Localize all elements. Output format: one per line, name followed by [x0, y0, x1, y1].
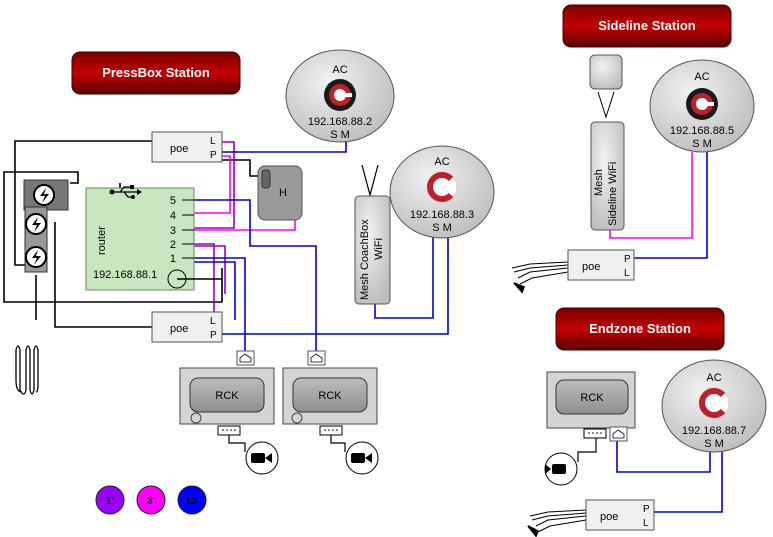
- hub-h: H: [257, 165, 303, 221]
- ac-unit-endzone: AC 192.168.88.7 S M: [661, 359, 767, 453]
- endzone-station-title: Endzone Station: [555, 307, 725, 351]
- svg-text:192.168.88.5: 192.168.88.5: [670, 125, 734, 137]
- svg-text:S M: S M: [432, 222, 452, 234]
- legend-10ft: 10': [185, 496, 199, 507]
- svg-text:Mesh: Mesh: [593, 169, 605, 196]
- camera-connector-icon: [583, 428, 607, 439]
- router-port-4: 4: [170, 210, 176, 222]
- svg-text:poe: poe: [170, 143, 188, 155]
- sideline-station-title: Sideline Station: [562, 4, 732, 48]
- camera-icon: [245, 441, 279, 475]
- ac-unit-pressbox-top: AC 192.168.88.2 S M: [285, 49, 395, 143]
- usb-icon: [109, 185, 142, 199]
- svg-text:Sideline WiFi: Sideline WiFi: [607, 162, 619, 226]
- svg-text:P: P: [643, 504, 650, 515]
- brand-logo-icon: [686, 88, 718, 120]
- router-port-5: 5: [170, 195, 176, 207]
- poe-injector-endzone: poe P L: [585, 499, 655, 531]
- svg-text:PressBox Station: PressBox Station: [102, 65, 210, 80]
- router-port-2: 2: [170, 239, 176, 251]
- pressbox-station-title: PressBox Station: [71, 51, 241, 95]
- legend-3ft: 3': [147, 496, 155, 507]
- svg-text:poe: poe: [600, 511, 618, 523]
- svg-text:S M: S M: [704, 438, 724, 450]
- svg-text:192.168.88.7: 192.168.88.7: [682, 425, 746, 437]
- power-outlet-icon: [25, 246, 47, 268]
- svg-text:AC: AC: [332, 64, 347, 76]
- power-outlet-icon: [33, 184, 55, 206]
- svg-text:H: H: [279, 187, 287, 199]
- poe-injector-pressbox-bottom: poe L P: [151, 311, 223, 343]
- svg-text:AC: AC: [706, 372, 721, 384]
- svg-text:L: L: [624, 268, 630, 279]
- sideline-camera-box: [589, 54, 623, 119]
- power-strip: [23, 179, 69, 273]
- ac-unit-pressbox-mid: AC 192.168.88.3 S M: [389, 145, 495, 239]
- camera-connector-icon: [217, 425, 241, 436]
- svg-text:S M: S M: [692, 138, 712, 150]
- endzone-wiring: [527, 438, 723, 537]
- rck-unit-endzone: RCK: [544, 371, 636, 486]
- brand-logo-icon: [427, 172, 457, 202]
- camera-icon: [345, 441, 379, 475]
- svg-text:AC: AC: [694, 71, 709, 83]
- ethernet-port-icon: [307, 350, 326, 366]
- rck-unit-pressbox-2: RCK: [282, 350, 379, 475]
- svg-text:L: L: [210, 316, 216, 327]
- svg-text:L: L: [643, 518, 649, 529]
- svg-text:Mesh CoachBox: Mesh CoachBox: [359, 219, 371, 300]
- poe-injector-pressbox-top: poe L P: [151, 131, 223, 163]
- mesh-sideline-wifi: Mesh Sideline WiFi: [590, 121, 625, 231]
- svg-text:S M: S M: [330, 129, 350, 141]
- power-outlet-icon: [25, 213, 47, 235]
- router-port-1: 1: [170, 253, 176, 265]
- svg-text:router: router: [96, 226, 108, 255]
- ethernet-port-icon: [236, 350, 255, 366]
- sideline-wiring: [511, 152, 708, 294]
- svg-text:P: P: [624, 254, 631, 265]
- svg-text:poe: poe: [170, 323, 188, 335]
- svg-text:RCK: RCK: [580, 392, 604, 404]
- svg-text:poe: poe: [582, 261, 600, 273]
- camera-icon: [544, 452, 578, 486]
- brand-logo-icon: [699, 388, 729, 418]
- svg-text:P: P: [210, 330, 217, 341]
- legend-1ft: 1': [106, 496, 114, 507]
- svg-text:RCK: RCK: [318, 390, 342, 402]
- ac-unit-sideline: AC 192.168.88.5 S M: [649, 59, 755, 153]
- svg-text:Endzone Station: Endzone Station: [589, 321, 691, 336]
- ethernet-port-icon: [609, 426, 628, 442]
- svg-text:Sideline Station: Sideline Station: [598, 18, 696, 33]
- router: router 5 4 3 2 1 192.168.88.1: [85, 185, 222, 291]
- brand-logo-icon: [324, 79, 356, 111]
- mesh-coachbox-wifi: Mesh CoachBox WiFi: [354, 164, 391, 305]
- svg-text:192.168.88.3: 192.168.88.3: [410, 209, 474, 221]
- rck-unit-pressbox-1: RCK: [179, 350, 279, 475]
- svg-text:L: L: [210, 136, 216, 147]
- router-port-3: 3: [170, 225, 176, 237]
- camera-connector-icon: [319, 425, 343, 436]
- svg-text:192.168.88.2: 192.168.88.2: [308, 116, 372, 128]
- svg-text:WiFi: WiFi: [373, 238, 385, 260]
- svg-text:RCK: RCK: [215, 390, 239, 402]
- svg-text:P: P: [210, 150, 217, 161]
- poe-injector-sideline: poe P L: [567, 249, 635, 281]
- svg-text:192.168.88.1: 192.168.88.1: [93, 269, 157, 281]
- cable-length-legend: 1' 3' 10': [95, 485, 207, 515]
- svg-text:AC: AC: [434, 156, 449, 168]
